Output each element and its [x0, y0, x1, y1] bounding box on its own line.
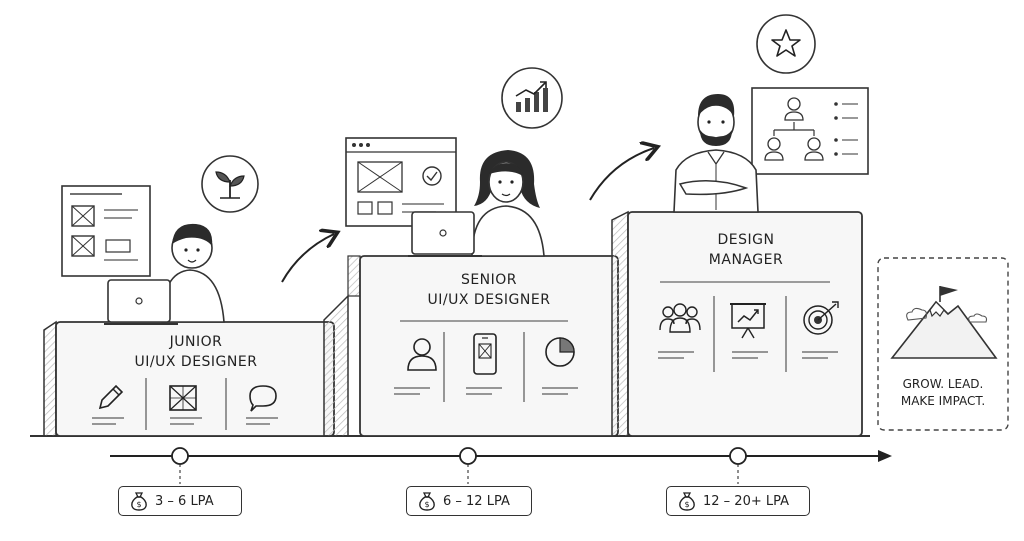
timeline: [110, 447, 892, 484]
junior-title: JUNIOR UI/UX DESIGNER: [96, 332, 296, 372]
goal-line2: MAKE IMPACT.: [900, 394, 986, 408]
stage-manager: [611, 14, 869, 437]
speech-bubble-icon: [249, 385, 277, 412]
junior-designer-figure: [161, 223, 225, 323]
stage-junior: [43, 155, 335, 437]
money-bag-icon: $: [131, 492, 147, 511]
sprout-icon: [201, 155, 259, 213]
manager-figure: [673, 94, 759, 213]
mountain-flag-icon: [890, 286, 998, 359]
growth-chart-icon: [501, 67, 563, 129]
salary-badge-junior: $ 3 – 6 LPA: [118, 486, 242, 516]
pie-chart-icon: [545, 337, 575, 367]
pencil-icon: [98, 384, 124, 410]
team-icon: [659, 303, 701, 333]
manager-title: DESIGN MANAGER: [646, 230, 846, 270]
senior-designer-figure: [471, 150, 545, 257]
goal-box: [877, 257, 1009, 431]
money-bag-icon: $: [419, 492, 435, 511]
stage-senior: [323, 67, 619, 437]
timeline-arrowhead: [878, 450, 892, 462]
salary-badge-senior: $ 6 – 12 LPA: [406, 486, 532, 516]
progress-arrow-2: [589, 148, 654, 201]
junior-title-line1: JUNIOR: [169, 334, 223, 350]
salary-manager: 12 – 20+ LPA: [703, 493, 790, 509]
mobile-wireframe-icon: [473, 333, 497, 375]
org-chart-board: [751, 87, 869, 175]
junior-title-line2: UI/UX DESIGNER: [134, 354, 258, 370]
wireframe-icon: [169, 385, 197, 411]
timeline-node-1: [171, 447, 189, 465]
senior-title-line2: UI/UX DESIGNER: [427, 292, 551, 308]
manager-title-line1: DESIGN: [717, 232, 775, 248]
target-icon: [803, 301, 839, 335]
svg-text:$: $: [136, 500, 141, 509]
progress-arrow-1: [281, 234, 334, 283]
senior-title-line1: SENIOR: [460, 272, 518, 288]
timeline-node-3: [729, 447, 747, 465]
salary-junior: 3 – 6 LPA: [155, 493, 214, 509]
salary-senior: 6 – 12 LPA: [443, 493, 510, 509]
svg-text:$: $: [684, 500, 689, 509]
goal-line1: GROW. LEAD.: [902, 377, 984, 391]
user-icon: [407, 338, 437, 371]
laptop-icon: [408, 211, 482, 257]
timeline-node-2: [459, 447, 477, 465]
money-bag-icon: $: [679, 492, 695, 511]
salary-badge-manager: $ 12 – 20+ LPA: [666, 486, 810, 516]
star-icon: [756, 14, 816, 74]
goal-tagline: GROW. LEAD. MAKE IMPACT.: [882, 376, 1004, 410]
manager-title-line2: MANAGER: [708, 252, 784, 268]
wireframe-board: [61, 185, 151, 277]
svg-text:$: $: [424, 500, 429, 509]
presentation-icon: [730, 303, 766, 339]
laptop-icon: [104, 279, 178, 325]
senior-title: SENIOR UI/UX DESIGNER: [384, 270, 594, 310]
